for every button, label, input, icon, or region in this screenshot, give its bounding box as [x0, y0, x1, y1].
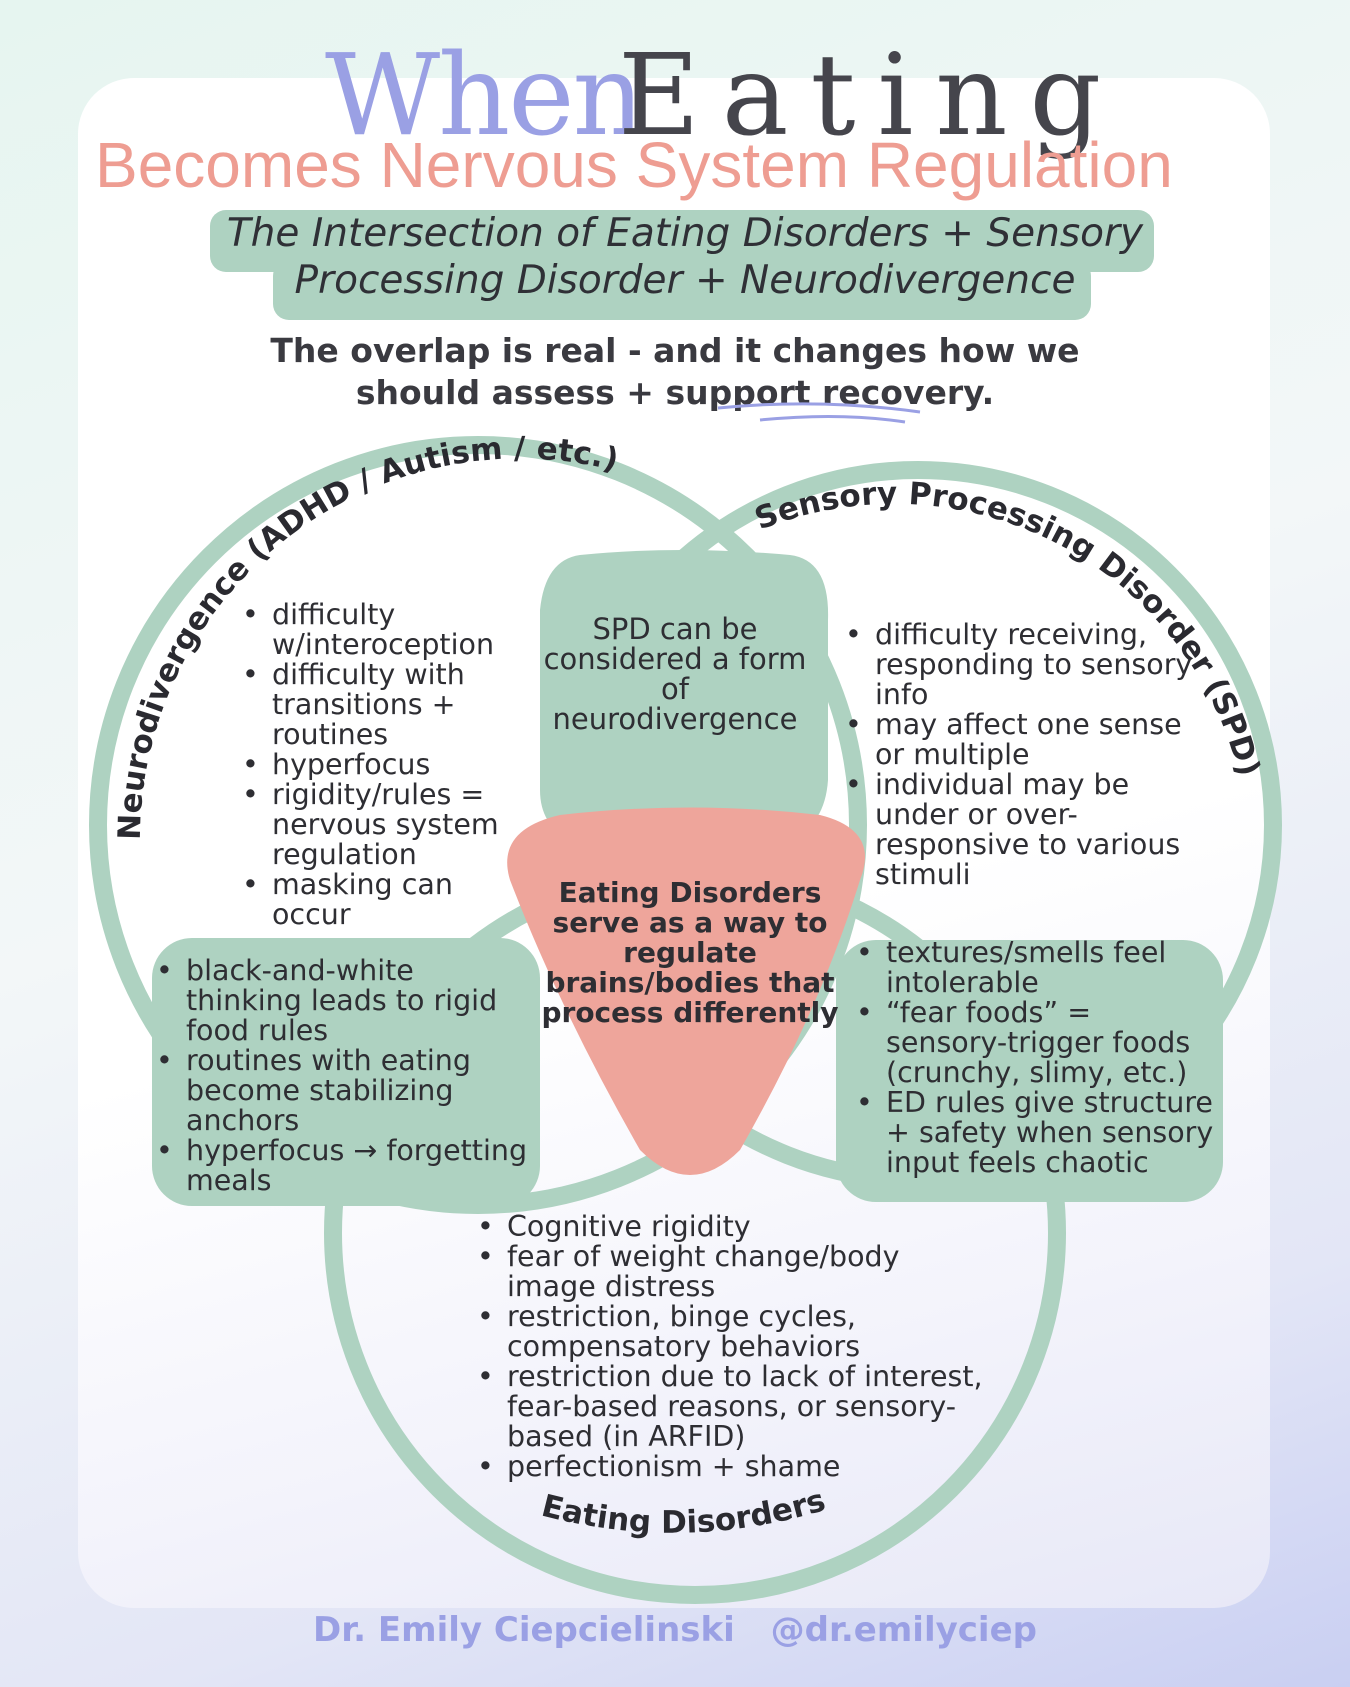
title-when: When: [325, 31, 645, 161]
underline-swash-2: [759, 414, 906, 424]
overlap-line-1: The overlap is real - and it changes how…: [270, 331, 1080, 370]
list-item: rigidity/rules = nervous system regulati…: [242, 780, 527, 870]
list-item: Cognitive rigidity: [477, 1212, 997, 1243]
footer: Dr. Emily Ciepcielinski @dr.emilyciep: [0, 1610, 1350, 1650]
subtitle-line-1: The Intersection of Eating Disorders + S…: [226, 211, 1144, 256]
ed-only-list: Cognitive rigidity fear of weight change…: [477, 1212, 997, 1483]
neuro-ed-overlap-list: black-and-white thinking leads to rigid …: [156, 956, 530, 1196]
list-item: routines with eating become stabilizing …: [156, 1046, 530, 1136]
list-item: masking can occur: [242, 870, 527, 930]
spd-only-list: difficulty receiving, responding to sens…: [845, 620, 1205, 890]
list-item: fear of weight change/body image distres…: [477, 1242, 997, 1302]
list-item: restriction due to lack of interest, fea…: [477, 1362, 997, 1452]
overlap-line-2: should assess +: [355, 373, 666, 412]
subtitle-highlight-2: [273, 260, 1091, 320]
center-text: Eating Disorders serve as a way to regul…: [541, 876, 839, 1029]
subtitle: The Intersection of Eating Disorders + S…: [210, 210, 1160, 304]
center-region: [507, 807, 865, 1175]
list-item: individual may be under or over-responsi…: [845, 770, 1205, 890]
overlap-statement: The overlap is real - and it changes how…: [150, 330, 1200, 414]
list-item: restriction, binge cycles, compensatory …: [477, 1302, 997, 1362]
list-item: hyperfocus: [242, 750, 527, 781]
list-item: black-and-white thinking leads to rigid …: [156, 956, 530, 1046]
ed-circle-label: Eating Disorders: [538, 1482, 829, 1540]
list-item: perfectionism + shame: [477, 1452, 997, 1483]
neuro-spd-overlap-region: [540, 550, 829, 840]
list-item: difficulty with transitions + routines: [242, 660, 527, 750]
list-item: ED rules give structure + safety when se…: [856, 1088, 1216, 1178]
list-item: textures/smells feel intolerable: [856, 938, 1216, 998]
list-item: “fear foods” = sensory-trigger foods (cr…: [856, 998, 1216, 1088]
title-becomes: Becomes Nervous System Regulation: [95, 129, 1173, 201]
neuro-spd-overlap-text: SPD can be considered a form of neurodiv…: [543, 612, 807, 736]
spd-ed-overlap-list: textures/smells feel intolerable “fear f…: [856, 938, 1216, 1178]
list-item: difficulty w/interoception: [242, 600, 527, 660]
author-name: Dr. Emily Ciepcielinski: [313, 1610, 735, 1650]
title-eating: Eating: [618, 31, 1124, 161]
list-item: hyperfocus → forgetting meals: [156, 1136, 530, 1196]
neuro-only-list: difficulty w/interoception difficulty wi…: [242, 600, 527, 930]
underline-swash: [717, 402, 921, 414]
subtitle-line-2: Processing Disorder + Neurodivergence: [294, 258, 1076, 303]
list-item: difficulty receiving, responding to sens…: [845, 620, 1205, 710]
list-item: may affect one sense or multiple: [845, 710, 1205, 770]
author-handle: @dr.emilyciep: [770, 1610, 1037, 1650]
